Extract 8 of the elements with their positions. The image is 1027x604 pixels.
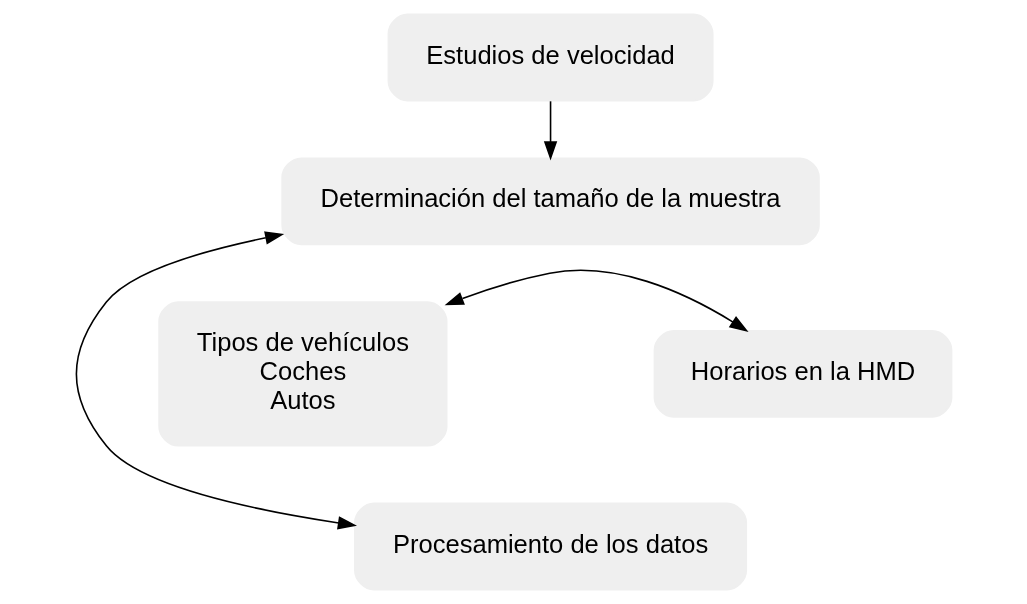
arrow xyxy=(444,269,749,332)
node-box: Tipos de vehículos Coches Autos xyxy=(157,301,447,447)
node-box: Estudios de velocidad xyxy=(387,13,714,102)
node-box: Procesamiento de los datos xyxy=(353,502,747,591)
arrow xyxy=(543,100,557,161)
node-box: Horarios en la HMD xyxy=(653,329,952,418)
arrow xyxy=(75,231,357,530)
node-box: Determinación del tamaño de la muestra xyxy=(280,157,820,246)
